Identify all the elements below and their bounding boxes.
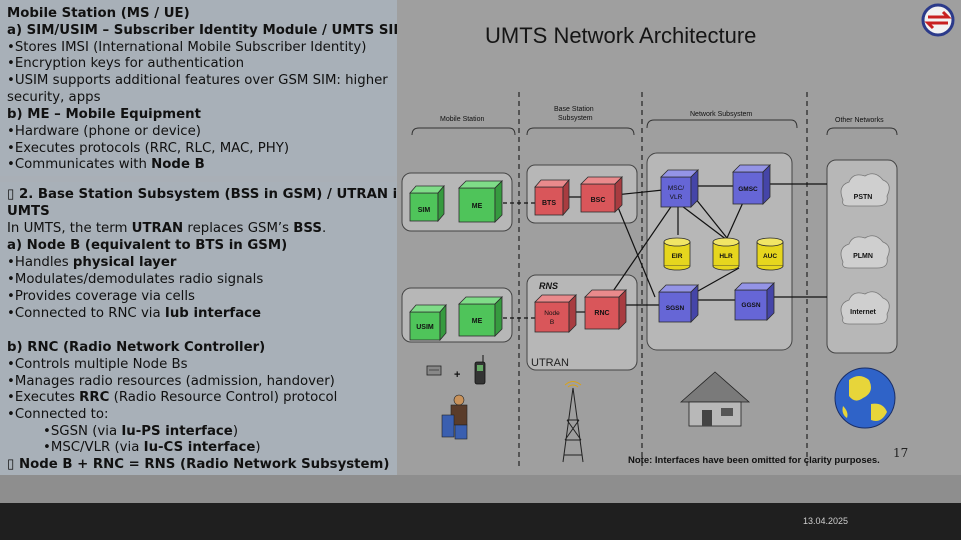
node-usim: USIM	[409, 303, 447, 342]
node-bsc: BSC	[580, 176, 623, 213]
rns-summary: ▯ Node B + RNC = RNS (Radio Network Subs…	[7, 457, 390, 472]
col-label-mobile-station: Mobile Station	[440, 116, 484, 123]
utran-label: UTRAN	[531, 357, 569, 369]
plus-sign: +	[454, 369, 460, 381]
slide-number: 17	[893, 446, 909, 460]
col-label-bss-line2: Subsystem	[558, 115, 593, 122]
node-bts-label: BTS	[542, 200, 556, 207]
node-msc-vlr: MSC/ VLR	[660, 169, 699, 208]
node-sgsn: SGSN	[658, 284, 699, 323]
node-me-top: ME	[458, 180, 503, 223]
nodeb-bullet-coverage: •Provides coverage via cells	[7, 289, 195, 304]
column-brackets	[411, 119, 898, 136]
col-label-other-networks: Other Networks	[835, 117, 884, 124]
col-label-bss-line1: Base Station	[554, 106, 594, 113]
nodeb-bullet-modulates: •Modulates/demodulates radio signals	[7, 272, 264, 287]
diagram-title: UMTS Network Architecture	[485, 23, 756, 48]
node-nodeb-label-1: Node	[544, 310, 560, 317]
rnc-bullet-rrc: •Executes RRC (Radio Resource Control) p…	[7, 390, 338, 405]
me-bullet-hardware: •Hardware (phone or device)	[7, 124, 201, 139]
node-me-label: ME	[472, 203, 483, 210]
nodeb-bullet-phy: •Handles physical layer	[7, 255, 177, 270]
column-separators	[518, 92, 808, 470]
me-bullet-communicates: •Communicates with Node B	[7, 157, 205, 172]
me-bullet-protocols: •Executes protocols (RRC, RLC, MAC, PHY)	[7, 141, 290, 156]
usim-bullet-keys: •Encryption keys for authentication	[7, 56, 245, 71]
node-msc-label-2: VLR	[670, 194, 683, 201]
node-me-bottom-label: ME	[472, 318, 483, 325]
node-usim-label: USIM	[416, 324, 434, 331]
node-nodeb-label-2: B	[550, 319, 554, 326]
cloud-pstn: PSTN	[840, 173, 890, 207]
node-eir-label: EIR	[672, 253, 683, 260]
node-hlr-label: HLR	[719, 253, 733, 260]
rnc-sub-sgsn: •SGSN (via Iu-PS interface)	[43, 424, 239, 439]
node-sim: SIM	[409, 184, 445, 223]
footer-date: 13.04.2025	[803, 516, 849, 526]
rnc-bullet-controls: •Controls multiple Node Bs	[7, 357, 188, 372]
phone-device-icon	[426, 365, 442, 376]
cloud-plmn-label: PLMN	[853, 253, 873, 260]
umts-architecture-diagram: UMTS Network Architecture Mobile Station…	[397, 0, 961, 475]
mobile-station-box: Mobile Station (MS / UE) a) SIM/USIM – S…	[0, 0, 407, 176]
rnc-heading: b) RNC (Radio Network Controller)	[7, 340, 266, 355]
usim-bullet-features-cont: security, apps	[7, 90, 101, 105]
usim-bullet-imsi: •Stores IMSI (International Mobile Subsc…	[7, 40, 367, 55]
ms-heading: Mobile Station (MS / UE)	[7, 6, 190, 21]
usim-heading: a) SIM/USIM – Subscriber Identity Module…	[7, 23, 407, 38]
node-nodeb: Node B	[534, 294, 577, 333]
company-logo	[921, 3, 955, 37]
footer-bar	[0, 503, 961, 540]
mobile-phone-icon	[474, 355, 486, 385]
node-gmsc-label: GMSC	[738, 186, 758, 193]
node-auc: AUC	[756, 237, 784, 271]
left-text-panel: Mobile Station (MS / UE) a) SIM/USIM – S…	[0, 0, 407, 475]
cloud-pstn-label: PSTN	[854, 194, 873, 201]
rnc-bullet-connected: •Connected to:	[7, 407, 109, 422]
bss-utran-box: ▯ 2. Base Station Subsystem (BSS in GSM)…	[0, 182, 407, 475]
node-sim-label: SIM	[418, 207, 431, 214]
cloud-internet-label: Internet	[850, 309, 876, 316]
node-auc-label: AUC	[763, 253, 777, 260]
node-bts: BTS	[534, 178, 570, 217]
node-gmsc: GMSC	[732, 164, 771, 205]
node-sgsn-label: SGSN	[666, 305, 685, 312]
node-ggsn-label: GGSN	[741, 302, 760, 309]
person-icon	[441, 394, 468, 440]
diagram-canvas: UMTS Network Architecture Mobile Station…	[401, 3, 955, 470]
node-rnc-label: RNC	[594, 310, 609, 317]
bss-heading-cont: UMTS	[7, 204, 50, 219]
me-heading: b) ME – Mobile Equipment	[7, 107, 201, 122]
antenna-tower-icon	[562, 381, 584, 463]
nodeb-bullet-iub: •Connected to RNC via Iub interface	[7, 306, 262, 321]
cloud-plmn: PLMN	[840, 235, 890, 269]
nodeb-heading: a) Node B (equivalent to BTS in GSM)	[7, 238, 288, 253]
node-bsc-label: BSC	[591, 197, 606, 204]
node-hlr: HLR	[712, 237, 740, 271]
house-icon	[679, 371, 751, 427]
globe-icon	[834, 367, 896, 429]
rnc-bullet-resources: •Manages radio resources (admission, han…	[7, 374, 335, 389]
node-eir: EIR	[663, 237, 691, 271]
bss-heading: ▯ 2. Base Station Subsystem (BSS in GSM)…	[7, 187, 407, 202]
bss-intro: In UMTS, the term UTRAN replaces GSM’s B…	[7, 221, 327, 236]
node-me-bottom: ME	[458, 296, 503, 337]
node-msc-label-1: MSC/	[668, 185, 684, 192]
usim-bullet-features: •USIM supports additional features over …	[7, 73, 388, 88]
node-rnc: RNC	[584, 289, 627, 330]
col-label-network-subsystem: Network Subsystem	[690, 111, 752, 118]
cloud-internet: Internet	[840, 291, 890, 325]
node-ggsn: GGSN	[734, 282, 775, 321]
diagram-note: Note: Interfaces have been omitted for c…	[628, 455, 880, 466]
rnc-sub-msc: •MSC/VLR (via Iu-CS interface)	[43, 440, 261, 455]
rns-label: RNS	[539, 281, 558, 291]
